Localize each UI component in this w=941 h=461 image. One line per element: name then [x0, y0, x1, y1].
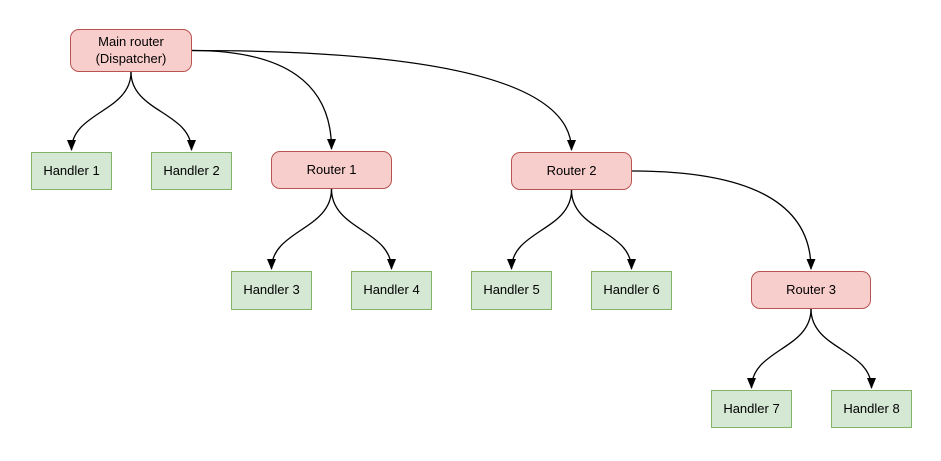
edges-group: [67, 49, 876, 389]
edge-router-2-to-router-3: [631, 170, 816, 270]
node-label-handler-3: Handler 3: [243, 282, 300, 298]
node-label-handler-7: Handler 7: [723, 400, 780, 416]
node-router-2: Router 2: [511, 152, 632, 190]
edge-main-router-to-router-2: [191, 49, 576, 151]
node-handler-7: Handler 7: [711, 390, 792, 428]
node-label-router-2: Router 2: [546, 162, 597, 178]
node-label-handler-2: Handler 2: [163, 162, 220, 178]
node-label-handler-8: Handler 8: [843, 400, 900, 416]
node-handler-3: Handler 3: [231, 271, 312, 310]
node-handler-6: Handler 6: [591, 271, 672, 310]
node-label-router-3: Router 3: [786, 281, 836, 297]
edge-router-3-to-handler-7: [747, 308, 812, 389]
node-label-main-router: Main router (Dispatcher): [95, 34, 167, 66]
node-main-router: Main router (Dispatcher): [70, 29, 192, 72]
edge-main-router-to-router-1: [191, 49, 336, 150]
node-handler-5: Handler 5: [471, 271, 552, 310]
edge-router-1-to-handler-3: [267, 188, 333, 270]
node-handler-8: Handler 8: [831, 390, 912, 428]
edge-router-1-to-handler-4: [330, 188, 396, 270]
node-router-1: Router 1: [271, 151, 392, 189]
node-label-handler-6: Handler 6: [603, 282, 660, 298]
edge-router-2-to-handler-5: [507, 189, 573, 270]
edge-main-router-to-handler-1: [67, 71, 132, 151]
node-label-handler-5: Handler 5: [483, 282, 540, 298]
edge-router-3-to-handler-8: [810, 308, 876, 389]
node-label-router-1: Router 1: [306, 161, 357, 177]
node-handler-2: Handler 2: [151, 152, 232, 190]
edge-router-2-to-handler-6: [570, 189, 636, 270]
node-handler-1: Handler 1: [31, 152, 112, 190]
node-handler-4: Handler 4: [351, 271, 432, 310]
node-router-3: Router 3: [751, 271, 871, 309]
node-label-handler-1: Handler 1: [43, 162, 100, 178]
node-label-handler-4: Handler 4: [363, 282, 420, 298]
edge-main-router-to-handler-2: [130, 71, 196, 151]
